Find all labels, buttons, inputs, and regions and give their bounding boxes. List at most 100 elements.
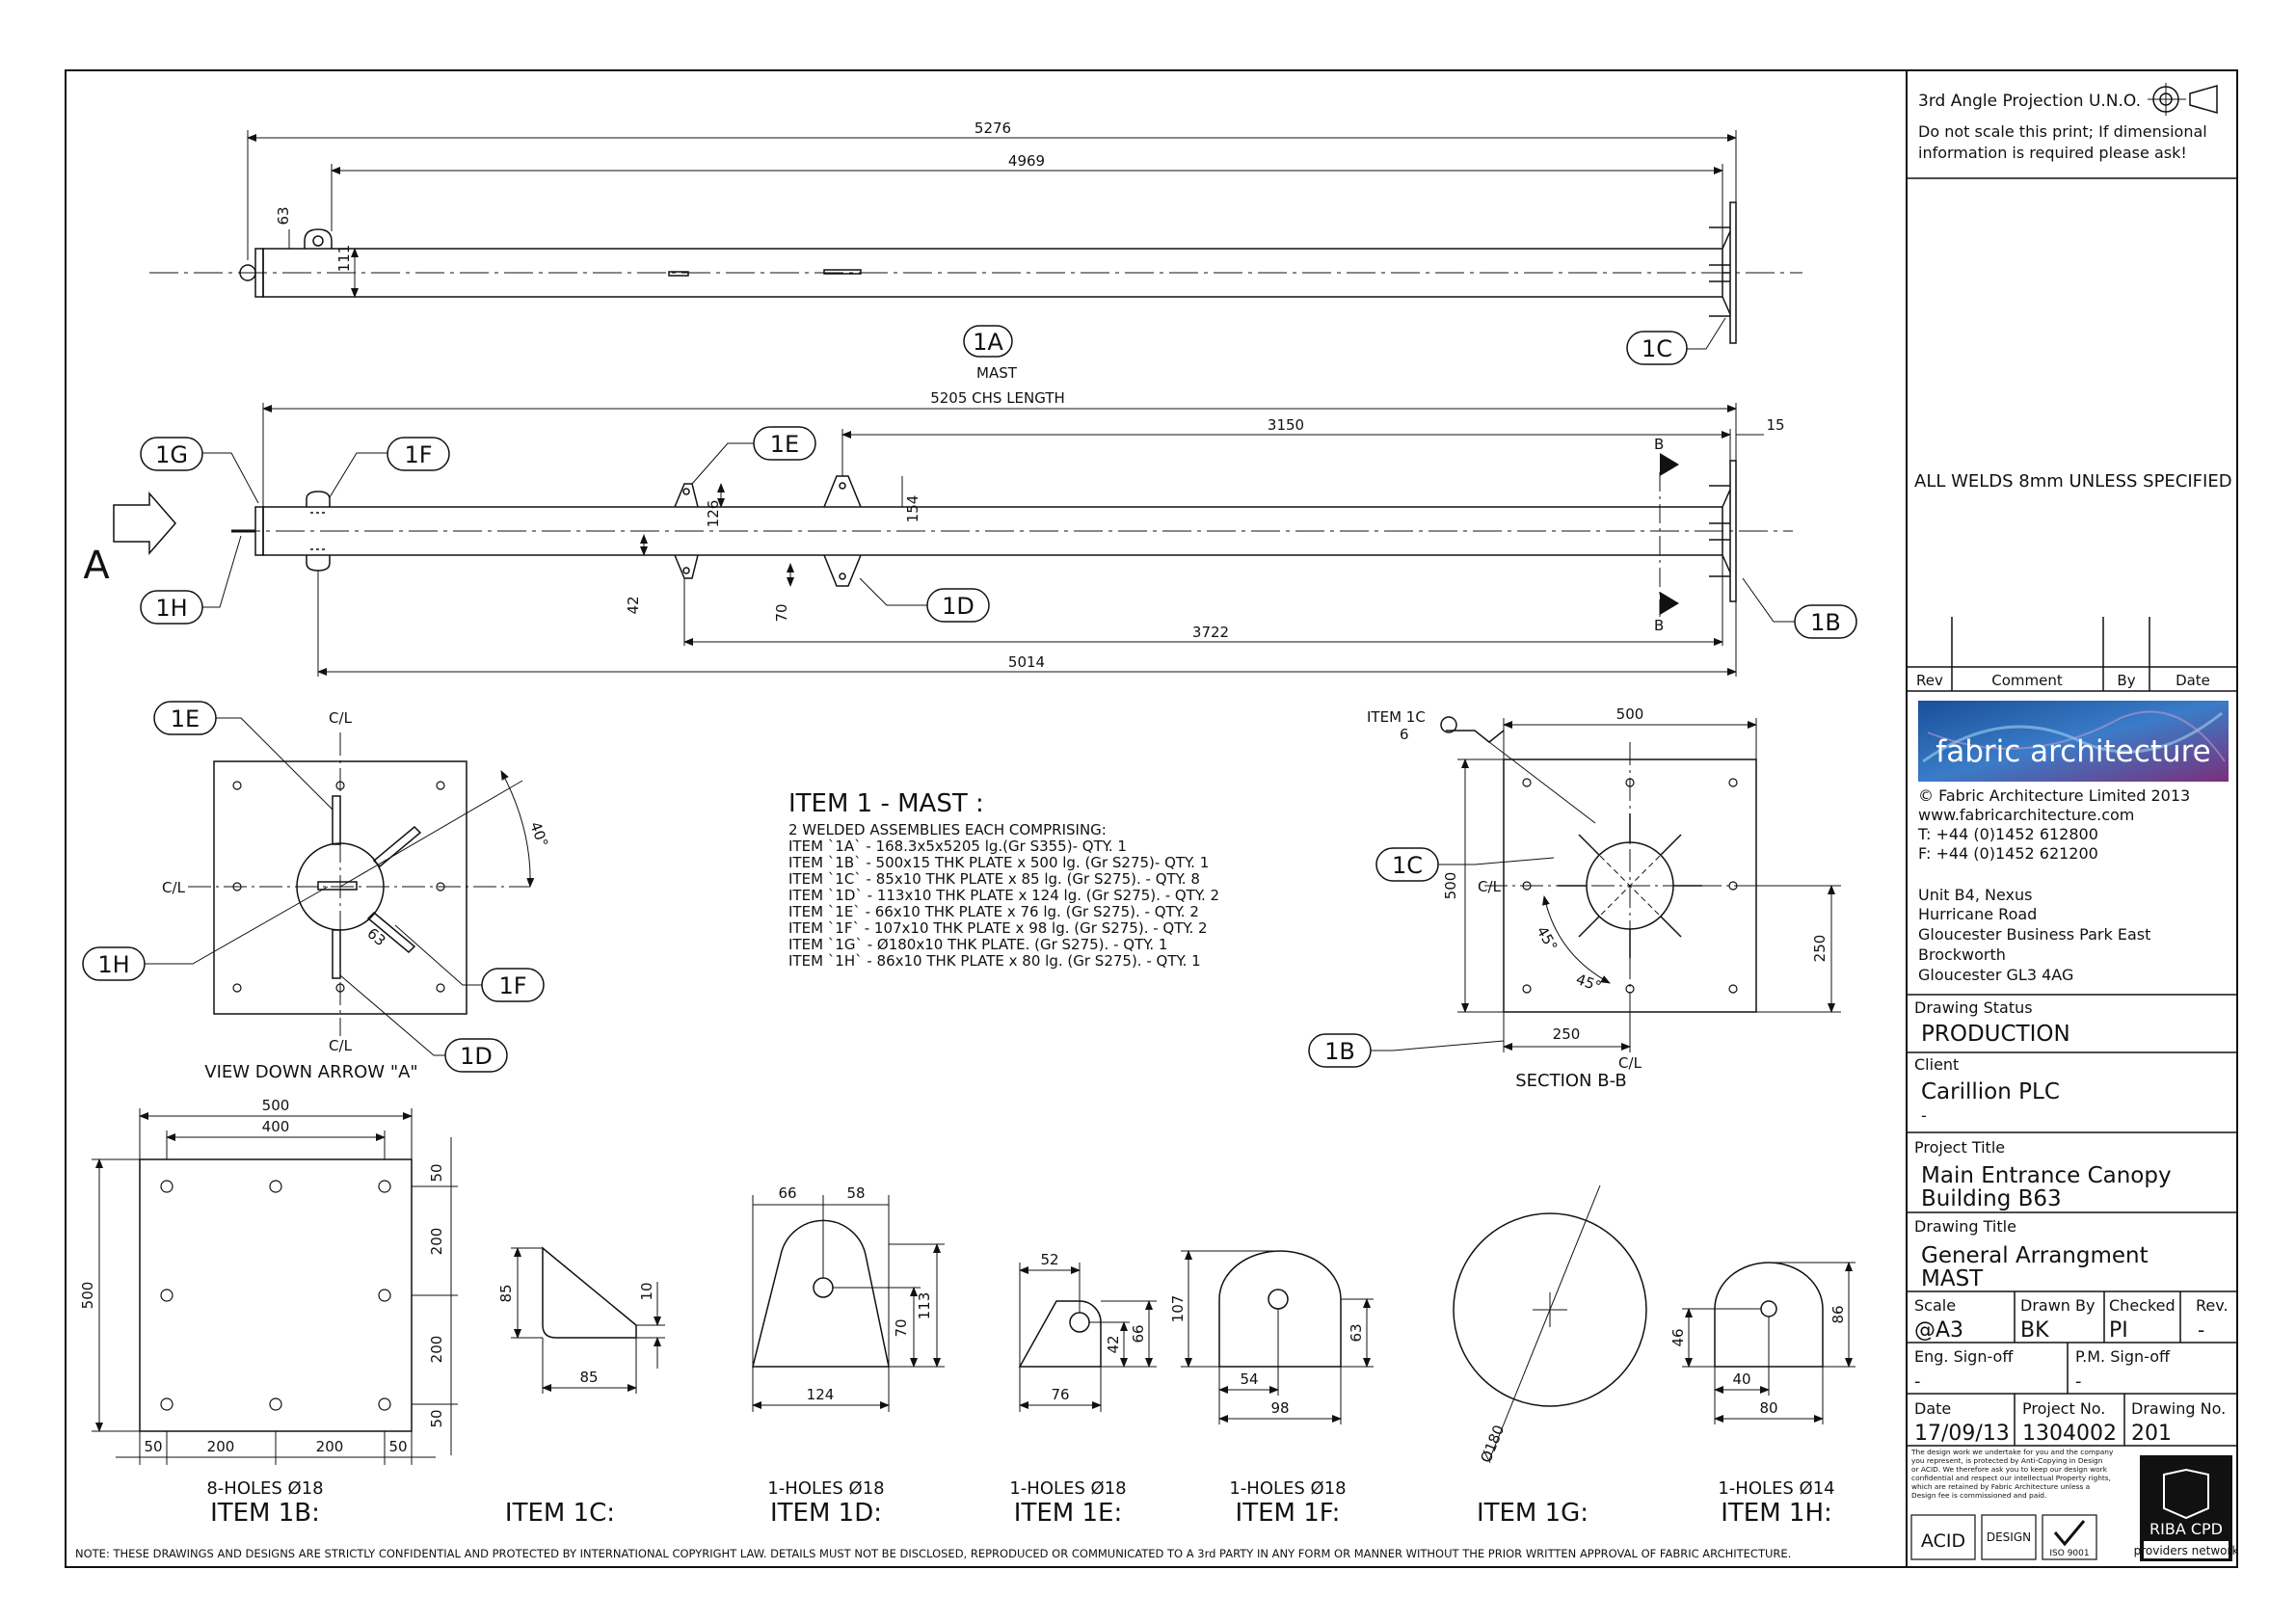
dim-1b-50: 50	[428, 1163, 445, 1182]
dim-1e-76: 76	[1051, 1386, 1069, 1403]
dim-5276: 5276	[974, 120, 1011, 137]
dim-1f-63: 63	[1348, 1323, 1365, 1342]
dim-250-bottom: 250	[1553, 1025, 1581, 1043]
dim-1e-42: 42	[1105, 1335, 1122, 1353]
drawing-status-value: PRODUCTION	[1921, 1022, 2070, 1047]
item-1e-holes-label: 1-HOLES Ø18	[1009, 1478, 1126, 1499]
dim-1d-113: 113	[916, 1292, 933, 1320]
dim-1e-52: 52	[1040, 1251, 1058, 1268]
dim-1h-40: 40	[1732, 1370, 1750, 1388]
dim-63: 63	[275, 206, 292, 225]
dim-5205: 5205 CHS LENGTH	[930, 389, 1065, 407]
dim-1b-500-left: 500	[79, 1282, 96, 1310]
drawn-by-value: BK	[2020, 1318, 2049, 1343]
dim-1b-200: 200	[428, 1336, 445, 1364]
weld-size: 6	[1400, 726, 1409, 743]
pm-signoff-label: P.M. Sign-off	[2075, 1347, 2171, 1366]
dim-1d-124: 124	[807, 1386, 835, 1403]
callout-1f-view: 1F	[481, 968, 545, 1002]
svg-text:Brockworth: Brockworth	[1918, 945, 2006, 964]
eng-signoff-label: Eng. Sign-off	[1914, 1347, 2014, 1366]
svg-text:Unit B4, Nexus: Unit B4, Nexus	[1918, 886, 2032, 904]
client-sub: -	[1921, 1106, 1927, 1125]
view-down-arrow-a	[188, 732, 535, 1036]
drawing-no-label: Drawing No.	[2131, 1399, 2226, 1418]
drawing-status-label: Drawing Status	[1914, 998, 2033, 1017]
client-value: Carillion PLC	[1921, 1079, 2060, 1104]
dim-1b-400: 400	[262, 1118, 290, 1135]
svg-text:1C: 1C	[1392, 852, 1423, 879]
svg-text:1C: 1C	[1642, 335, 1672, 362]
svg-text:ACID: ACID	[1921, 1530, 1965, 1552]
view-a-caption: VIEW DOWN ARROW "A"	[204, 1062, 417, 1082]
item-1d-title: ITEM 1D:	[770, 1499, 882, 1528]
dim-1f-54: 54	[1240, 1370, 1258, 1388]
notes-line: 2 WELDED ASSEMBLIES EACH COMPRISING:	[788, 821, 1107, 838]
callout-1c-section: 1C	[1375, 847, 1439, 882]
design-disclaimer: The design work we undertake for you and…	[1910, 1448, 2114, 1500]
section-bb	[1371, 716, 1841, 1052]
dim-63-view-a: 63	[363, 924, 388, 949]
svg-text:1E: 1E	[770, 431, 799, 458]
drawing-no-value: 201	[2131, 1422, 2172, 1446]
dim-1h-86: 86	[1829, 1305, 1847, 1323]
drawn-by-label: Drawn By	[2020, 1296, 2095, 1315]
svg-text:DESIGN: DESIGN	[1987, 1530, 2031, 1544]
mast-caption: MAST	[976, 364, 1018, 382]
view-a-bolt-holes	[232, 781, 445, 993]
project-title-line-1: Main Entrance Canopy	[1921, 1163, 2172, 1188]
dim-1f-107: 107	[1169, 1295, 1187, 1323]
comment-header: Comment	[1991, 672, 2063, 689]
dim-15: 15	[1766, 416, 1784, 434]
callout-1b-section: 1B	[1308, 1033, 1372, 1068]
svg-text:1H: 1H	[97, 951, 129, 978]
rev-value: -	[2198, 1318, 2204, 1342]
date-header: Date	[2176, 672, 2210, 689]
view-label-a: A	[83, 544, 110, 588]
svg-text:ISO 9001: ISO 9001	[2049, 1549, 2089, 1558]
dim-1d-58: 58	[846, 1184, 865, 1202]
svg-text:T: +44 (0)1452 612800: T: +44 (0)1452 612800	[1917, 825, 2098, 843]
svg-text:Gloucester Business Park East: Gloucester Business Park East	[1918, 925, 2150, 944]
notes-list: 2 WELDED ASSEMBLIES EACH COMPRISING: ITE…	[788, 821, 1219, 970]
checked-label: Checked	[2109, 1296, 2176, 1315]
notes-line: ITEM `1A` - 168.3x5x5205 lg.(Gr S355)- Q…	[788, 838, 1127, 855]
cl-left: C/L	[162, 879, 186, 896]
dim-1h-46: 46	[1669, 1328, 1687, 1346]
notes-heading: ITEM 1 - MAST :	[788, 789, 984, 818]
company-details: © Fabric Architecture Limited 2013 www.f…	[1917, 786, 2190, 984]
svg-text:or ACID. We therefore ask you: or ACID. We therefore ask you to keep ou…	[1911, 1465, 2108, 1474]
sheet-border	[65, 69, 2238, 1568]
dim-1b-50-b: 50	[144, 1438, 162, 1455]
accreditation-badges: ACID DESIGN ISO 9001 RIBA CPD providers …	[1910, 1455, 2238, 1561]
svg-text:1D: 1D	[460, 1043, 493, 1070]
notes-line: ITEM `1E` - 66x10 THK PLATE x 76 lg. (Gr…	[788, 903, 1199, 920]
section-caption: SECTION B-B	[1515, 1071, 1627, 1091]
section-mark-b-bottom: B	[1654, 617, 1664, 634]
dim-1b-50-b: 50	[388, 1438, 407, 1455]
item-1c-drawing	[511, 1246, 665, 1394]
notes-line: ITEM `1H` - 86x10 THK PLATE x 80 lg. (Gr…	[788, 952, 1201, 970]
dim-42: 42	[625, 596, 642, 614]
dim-45-1: 45°	[1534, 923, 1562, 954]
svg-text:F: +44 (0)1452 621200: F: +44 (0)1452 621200	[1918, 844, 2098, 863]
svg-text:1F: 1F	[404, 441, 432, 468]
design-award-badge	[1981, 1514, 2037, 1560]
date-value: 17/09/13	[1914, 1422, 2010, 1446]
drawing-title-line-1: General Arrangment	[1921, 1243, 2149, 1268]
cl-bottom: C/L	[329, 1037, 353, 1054]
scale-note-1: Do not scale this print; If dimensional	[1918, 122, 2207, 141]
acid-badge	[1910, 1514, 1976, 1560]
dim-4969: 4969	[1008, 152, 1045, 170]
dim-111: 111	[335, 245, 353, 273]
dim-5014: 5014	[1008, 653, 1045, 671]
callout-1d: 1D	[926, 588, 990, 623]
dim-45-2: 45°	[1574, 971, 1604, 996]
item-1f-drawing	[1181, 1250, 1374, 1424]
date-label: Date	[1914, 1399, 1951, 1418]
item-1h-title: ITEM 1H:	[1721, 1499, 1832, 1528]
scale-label: Scale	[1914, 1296, 1956, 1315]
dim-40-deg: 40°	[526, 819, 551, 849]
pm-signoff-value: -	[2075, 1371, 2082, 1392]
